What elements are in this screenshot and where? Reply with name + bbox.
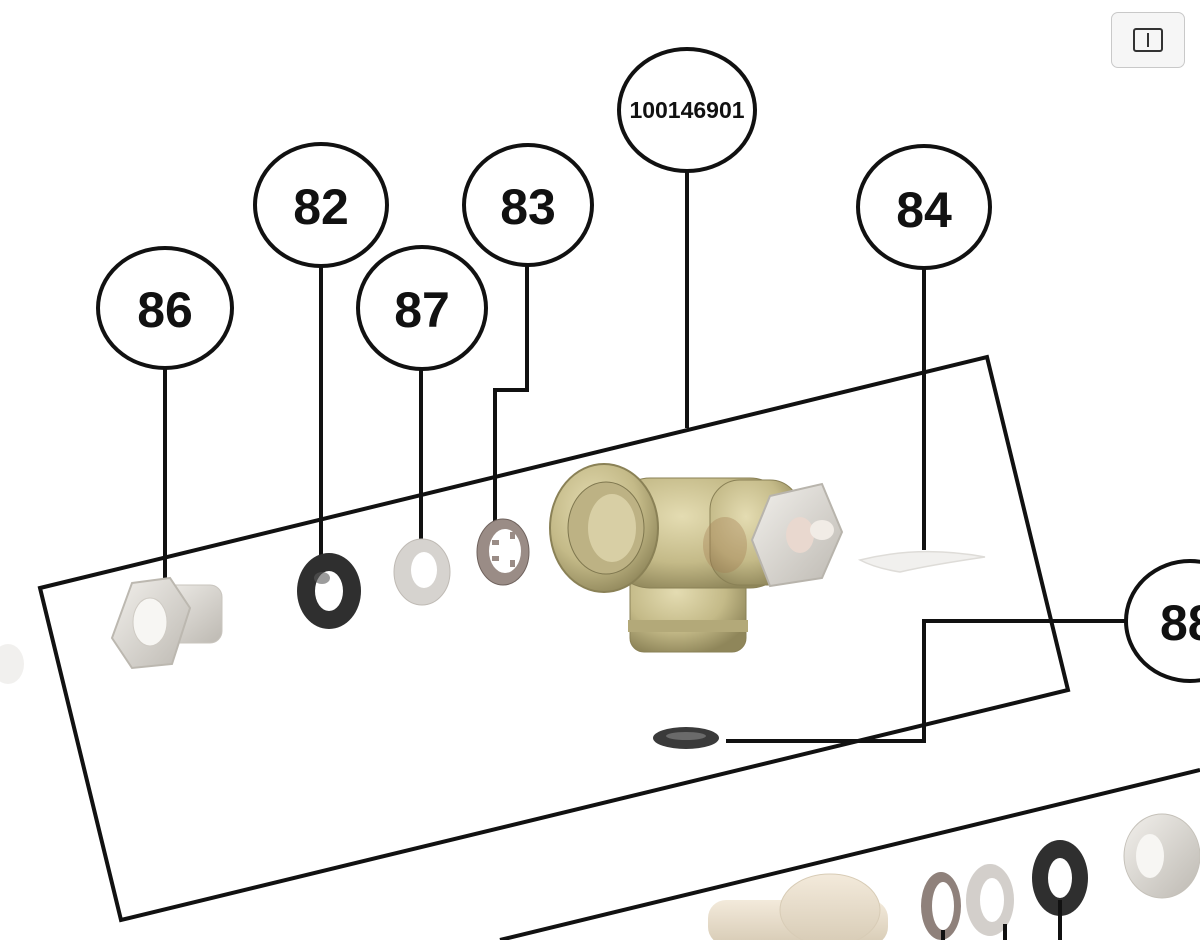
svg-text:83: 83 xyxy=(500,179,556,235)
sidebar-toggle-button[interactable] xyxy=(1111,12,1185,68)
callout-88: 88 xyxy=(1124,559,1200,683)
svg-text:88: 88 xyxy=(1160,595,1200,651)
lower-kit-parts xyxy=(708,813,1200,940)
svg-text:100146901: 100146901 xyxy=(629,97,744,123)
callout-83: 83 xyxy=(462,143,594,267)
part-84-clip xyxy=(857,550,986,573)
callout-87: 87 xyxy=(356,245,488,371)
svg-text:84: 84 xyxy=(896,182,952,238)
kit-outline-lower xyxy=(499,768,1200,940)
svg-text:87: 87 xyxy=(394,282,450,338)
svg-text:86: 86 xyxy=(137,282,193,338)
callout-86: 86 xyxy=(96,246,234,370)
callout-82: 82 xyxy=(253,142,389,268)
part-86-hex-nut xyxy=(110,576,223,670)
adjacent-part-left xyxy=(0,644,24,684)
part-88-small-o-ring xyxy=(653,727,719,749)
svg-text:82: 82 xyxy=(293,179,349,235)
part-87-washer xyxy=(393,538,451,606)
leader-lines xyxy=(163,172,1126,743)
callout-100146901: 100146901 xyxy=(617,47,757,173)
part-83-star-washer xyxy=(476,518,530,586)
kit-outline xyxy=(37,354,1071,923)
sidebar-toggle-icon xyxy=(1133,28,1163,52)
callout-84: 84 xyxy=(856,144,992,270)
part-100146901-brass-tee xyxy=(549,463,844,653)
part-82-o-ring xyxy=(297,553,361,629)
